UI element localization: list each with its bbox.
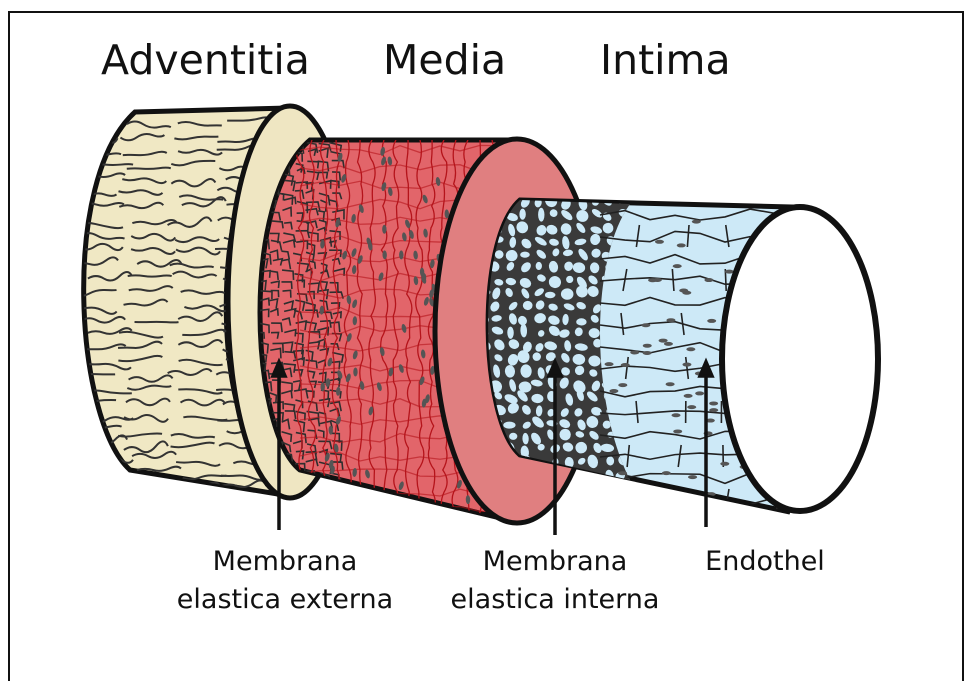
collagen-fiber	[78, 471, 122, 476]
nucleus	[609, 389, 618, 393]
nucleus	[686, 347, 695, 351]
elastic-fiber	[270, 502, 283, 510]
nucleus	[673, 429, 682, 433]
nucleus	[682, 363, 691, 367]
collagen-fiber	[89, 164, 133, 165]
label-endothel: Endothel	[680, 543, 850, 581]
nucleus	[679, 289, 688, 293]
nucleus	[692, 220, 701, 224]
nucleus	[687, 405, 696, 409]
label-externa-line2: elastica externa	[160, 581, 410, 619]
elastic-fiber	[259, 509, 271, 516]
elastic-fiber	[319, 493, 328, 502]
title-adventitia: Adventitia	[101, 40, 310, 81]
elastic-fiber	[332, 491, 342, 500]
label-interna-line2: elastica interna	[430, 581, 680, 619]
nucleus	[335, 503, 340, 512]
elastic-fiber	[308, 501, 314, 512]
nucleus	[677, 243, 686, 247]
elastic-fiber	[283, 509, 290, 518]
nucleus	[605, 362, 614, 366]
nucleus	[666, 318, 675, 322]
nucleus	[643, 351, 652, 355]
label-externa-line1: Membrana	[160, 543, 410, 581]
elastic-fiber	[330, 504, 337, 515]
fenestration	[536, 262, 542, 270]
nucleus	[641, 323, 650, 327]
elastic-fiber	[296, 504, 305, 513]
fenestration	[576, 470, 590, 483]
elastic-fiber	[245, 500, 255, 509]
nucleus	[648, 278, 657, 282]
collagen-fiber	[87, 489, 131, 492]
lumen	[722, 207, 878, 511]
nucleus	[666, 382, 675, 386]
nucleus	[630, 350, 639, 354]
nucleus	[720, 462, 729, 466]
nucleus	[709, 408, 718, 412]
elastic-fiber	[329, 510, 339, 519]
nucleus	[618, 471, 627, 475]
label-membrana-elastica-externa: Membrana elastica externa	[160, 543, 410, 619]
cell-border	[670, 489, 673, 511]
nucleus	[360, 502, 366, 512]
nucleus	[673, 264, 682, 268]
nucleus	[655, 240, 664, 244]
elastic-fiber	[308, 513, 317, 521]
nucleus	[618, 383, 627, 387]
nucleus	[684, 394, 693, 398]
elastic-fiber	[296, 510, 304, 516]
elastic-fiber	[317, 501, 327, 509]
nucleus	[695, 391, 704, 395]
label-membrana-elastica-interna: Membrana elastica interna	[430, 543, 680, 619]
elastic-fiber	[318, 484, 328, 492]
nucleus	[621, 363, 630, 367]
elastic-fiber	[320, 511, 327, 517]
collagen-fiber	[119, 486, 163, 493]
elastic-fiber	[271, 513, 283, 525]
nucleus	[707, 319, 716, 323]
nucleus	[643, 344, 652, 348]
nucleus	[672, 413, 681, 417]
elastic-fiber	[258, 502, 267, 510]
title-intima: Intima	[600, 40, 731, 81]
fenestration	[503, 422, 515, 429]
nucleus	[321, 382, 325, 391]
title-media: Media	[383, 40, 506, 81]
cell-border	[636, 489, 638, 511]
nucleus	[709, 401, 718, 405]
nucleus	[662, 471, 671, 475]
nucleus	[659, 339, 668, 343]
elastic-fiber	[246, 514, 253, 524]
nucleus	[664, 342, 673, 346]
label-interna-line1: Membrana	[430, 543, 680, 581]
elastic-fiber	[284, 502, 291, 513]
collagen-fiber	[135, 322, 179, 323]
collagen-fiber	[80, 119, 124, 126]
nucleus	[688, 475, 697, 479]
collagen-fiber	[128, 275, 172, 276]
fenestration	[545, 292, 556, 299]
nucleus	[704, 278, 713, 282]
